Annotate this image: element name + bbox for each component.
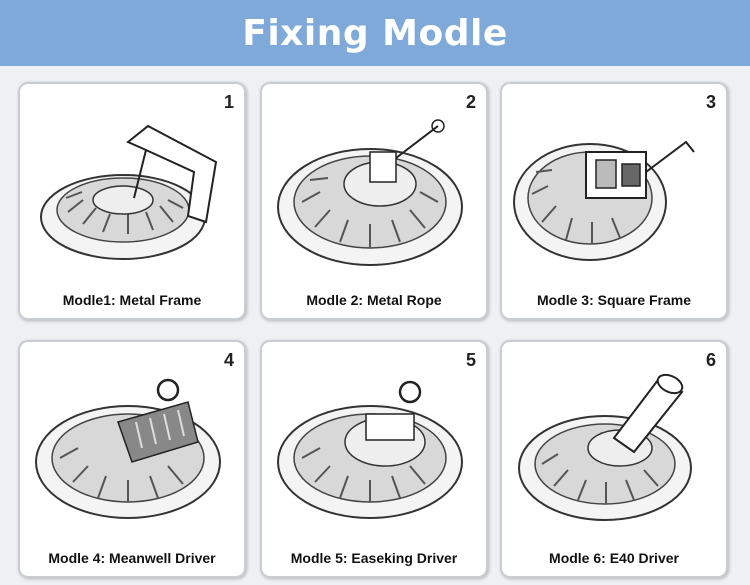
- model-card-1: 1 Modle1: Metal Frame: [18, 82, 246, 320]
- model-number: 3: [705, 92, 716, 112]
- model-number: 2: [465, 92, 476, 112]
- model-card-5: 5 Modle 5: Easeking Driver: [260, 340, 488, 578]
- ufo-lamp-metal-frame-icon: [40, 124, 218, 260]
- model-caption: Modle 3: Square Frame: [536, 292, 692, 308]
- model-number: 6: [705, 350, 716, 370]
- model-caption: Modle 2: Metal Rope: [306, 292, 442, 308]
- ufo-lamp-easeking-driver-icon: [277, 380, 463, 519]
- model-card-3: 3 Modle 3: Square Frame: [500, 82, 728, 320]
- ufo-lamp-square-frame-icon: [513, 140, 695, 261]
- model-caption: Modle 6: E40 Driver: [549, 550, 679, 566]
- model-number: 5: [465, 350, 476, 370]
- model-number: 1: [223, 92, 234, 112]
- model-caption: Modle 4: Meanwell Driver: [48, 550, 216, 566]
- model-card-4: 4 Modle 4: Meanwell Driver: [18, 340, 246, 578]
- page-title: Fixing Modle: [242, 12, 508, 54]
- model-card-6: 6 Modle 6: E40 Driver: [500, 340, 728, 578]
- model-caption: Modle1: Metal Frame: [62, 292, 202, 308]
- ufo-lamp-e40-driver-icon: [518, 373, 692, 521]
- model-number: 4: [223, 350, 234, 370]
- model-card-2: 2 Modle 2: Metal Rope: [260, 82, 488, 320]
- ufo-lamp-metal-rope-icon: [277, 119, 463, 266]
- fixing-model-grid: 1 Modle1: Metal Frame 2: [0, 66, 750, 585]
- model-caption: Modle 5: Easeking Driver: [290, 550, 458, 566]
- page-header: Fixing Modle: [0, 0, 750, 66]
- ufo-lamp-meanwell-driver-icon: [35, 378, 221, 519]
